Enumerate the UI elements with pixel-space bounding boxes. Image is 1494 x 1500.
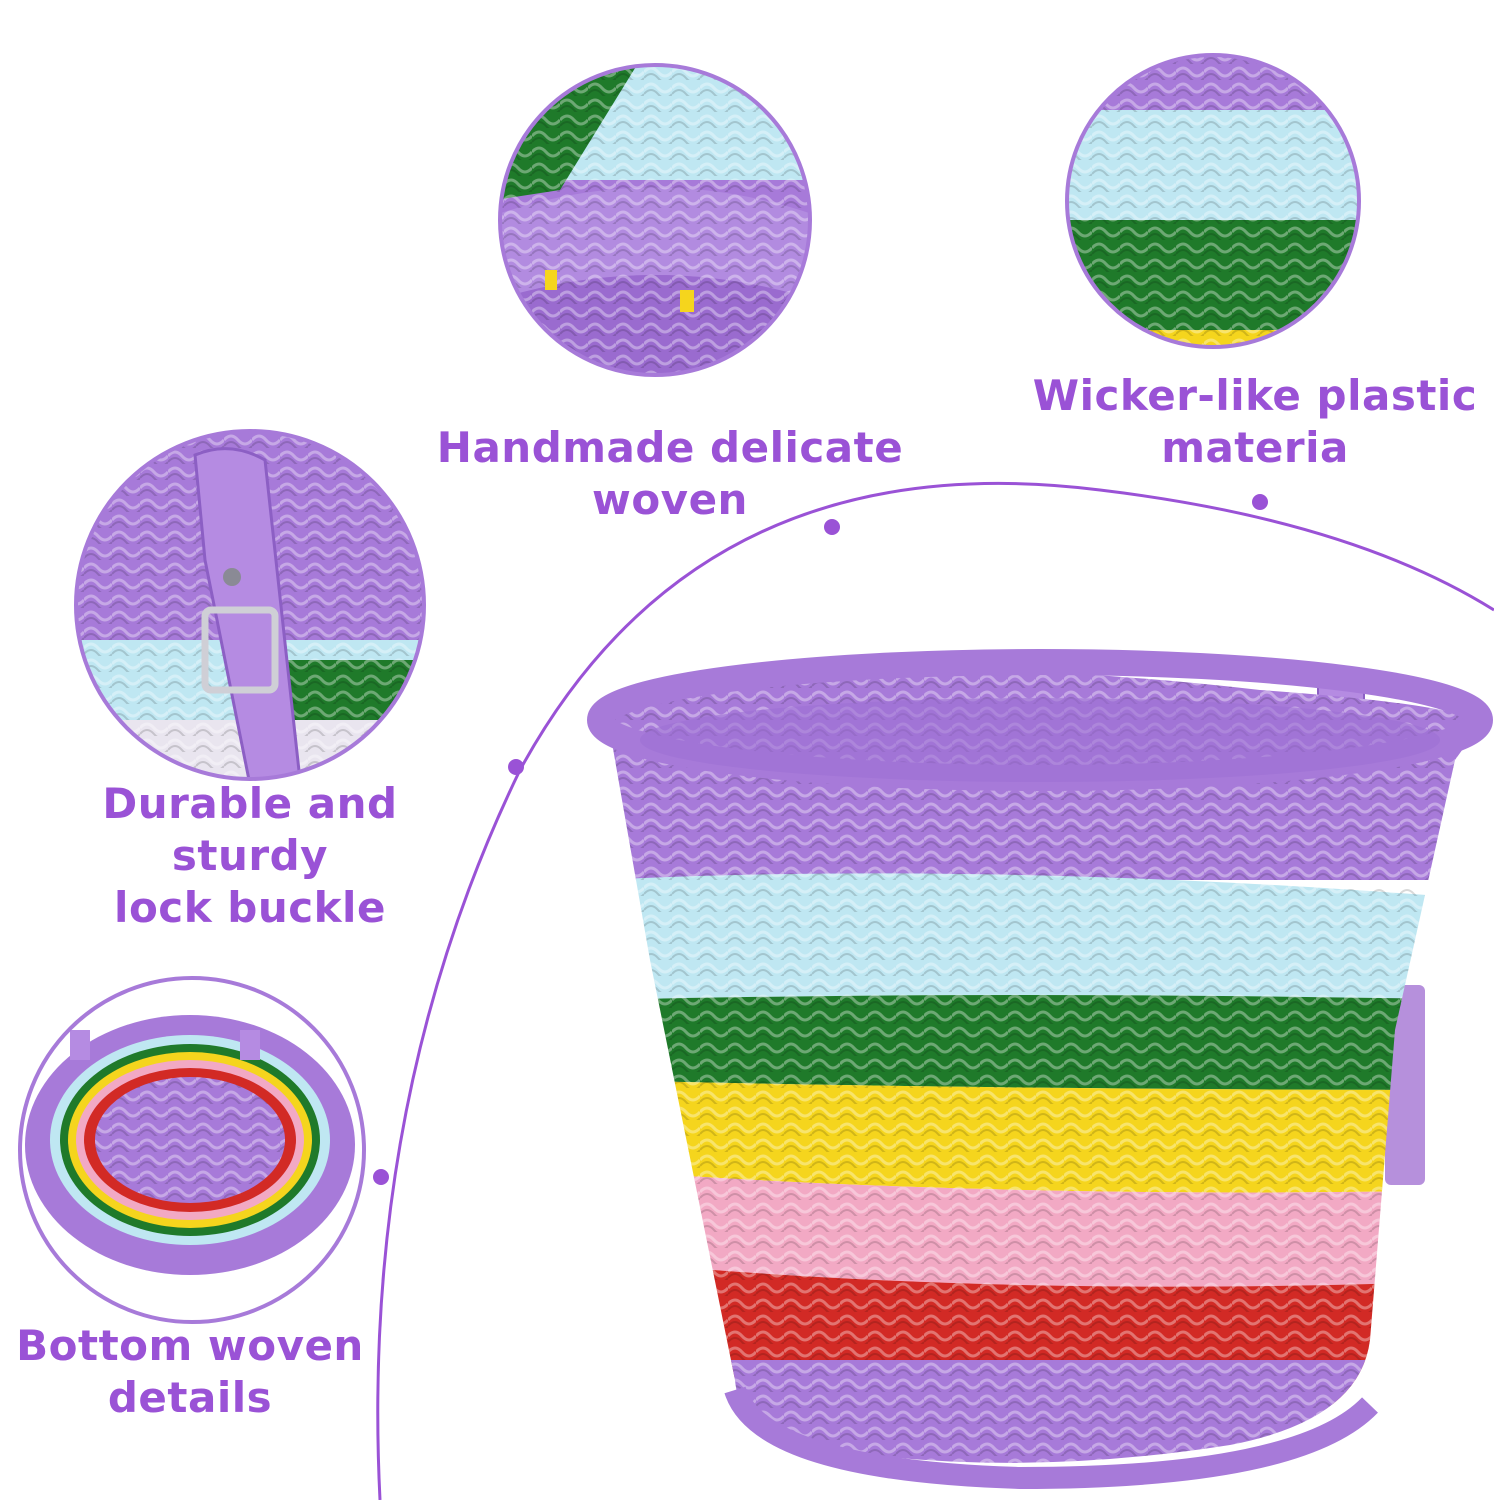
- detail-circle-wicker: [1067, 55, 1359, 347]
- decorative-arc: [376, 481, 1494, 1500]
- arc-dot: [1252, 494, 1268, 510]
- caption-line: Wicker-like plastic: [1032, 371, 1478, 420]
- caption-line: lock buckle: [114, 883, 386, 932]
- basket-strap-hanging: [1385, 985, 1425, 1185]
- caption-line: materia: [1161, 423, 1349, 472]
- arc-dot: [508, 759, 524, 775]
- caption-handmade-woven: Handmade delicate woven: [430, 422, 910, 526]
- caption-bottom-woven: Bottom woven details: [0, 1320, 380, 1424]
- caption-line: Durable and sturdy: [102, 779, 398, 880]
- detail-circle-woven: [500, 65, 810, 375]
- leather-strap: [193, 447, 302, 779]
- caption-line: Bottom woven: [16, 1321, 364, 1370]
- arc-dot: [824, 519, 840, 535]
- caption-line: woven: [592, 475, 748, 524]
- buckle-frame: [201, 606, 279, 694]
- caption-line: Handmade delicate: [436, 423, 904, 472]
- caption-lock-buckle: Durable and sturdy lock buckle: [20, 778, 480, 934]
- basket-base-rim: [724, 1386, 1378, 1490]
- caption-line: details: [107, 1373, 273, 1422]
- main-basket: [587, 649, 1493, 1490]
- detail-circle-bottom: [20, 978, 364, 1322]
- caption-wicker-material: Wicker-like plastic materia: [1025, 370, 1485, 474]
- arc-dot: [373, 1169, 389, 1185]
- detail-circle-buckle: [76, 431, 424, 779]
